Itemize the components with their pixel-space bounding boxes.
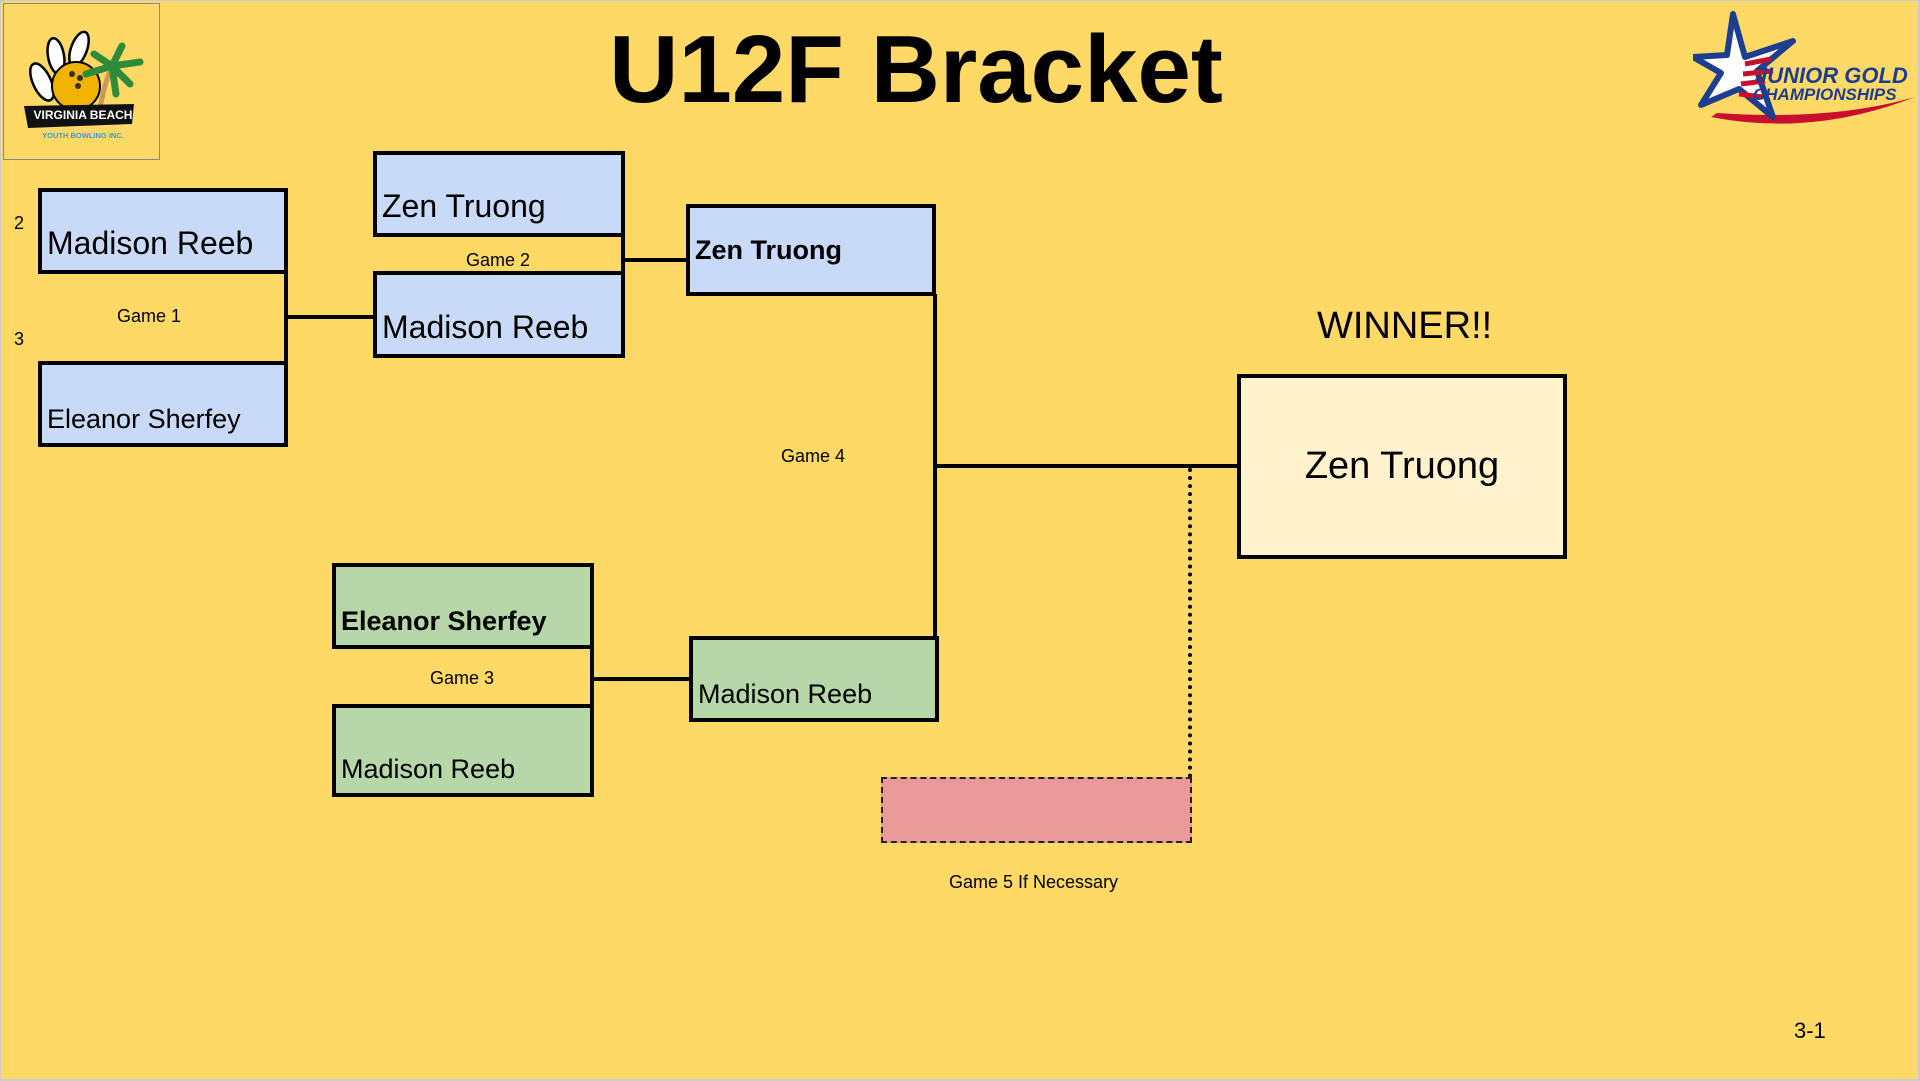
star-logo-icon (1690, 11, 1915, 124)
slide-number: 3-1 (1794, 1018, 1826, 1043)
game4-top-player[interactable]: Zen Truong (686, 204, 936, 296)
game2-connector-vertical (621, 235, 625, 275)
game4-to-winner-connector (935, 464, 1239, 468)
game1-top-player[interactable]: Madison Reeb (38, 188, 288, 274)
game4-label: Game 4 (781, 446, 846, 466)
winner-heading: WINNER!! (1317, 305, 1493, 347)
game3-top-player[interactable]: Eleanor Sherfey (332, 563, 594, 649)
virginia-beach-logo: VIRGINIA BEACH YOUTH BOWLING INC. (3, 3, 160, 160)
seed-3: 3 (14, 329, 25, 349)
game4-bottom-player[interactable]: Madison Reeb (689, 636, 939, 722)
logo-right-subtitle: CHAMPIONSHIPS (1753, 85, 1897, 104)
bowling-logo-icon (24, 30, 144, 128)
game3-label: Game 3 (430, 668, 495, 688)
game5-box[interactable] (881, 777, 1192, 843)
winner-box[interactable]: Zen Truong (1237, 374, 1567, 559)
winner-name: Zen Truong (1304, 445, 1500, 487)
game3-bottom-player[interactable]: Madison Reeb (332, 704, 594, 797)
game1-bottom-player[interactable]: Eleanor Sherfey (38, 361, 288, 447)
game5-dotted-connector (1188, 468, 1192, 778)
game2-label: Game 2 (466, 250, 531, 270)
game1-label: Game 1 (117, 306, 182, 326)
logo-left-title: VIRGINIA BEACH (33, 108, 133, 122)
game5-label: Game 5 If Necessary (949, 872, 1119, 892)
game1-connector-horizontal (286, 315, 376, 319)
game2-connector-horizontal (623, 258, 689, 262)
game2-top-player[interactable]: Zen Truong (373, 151, 625, 237)
seed-2: 2 (14, 213, 25, 233)
game2-bottom-player[interactable]: Madison Reeb (373, 271, 625, 358)
logo-right-title: JUNIOR GOLD (1755, 63, 1908, 88)
junior-gold-logo: JUNIOR GOLD CHAMPIONSHIPS (1690, 9, 1918, 124)
page-title: U12F Bracket (609, 16, 1223, 123)
game3-connector-horizontal (592, 677, 692, 681)
logo-left-subtitle: YOUTH BOWLING INC. (42, 131, 124, 140)
